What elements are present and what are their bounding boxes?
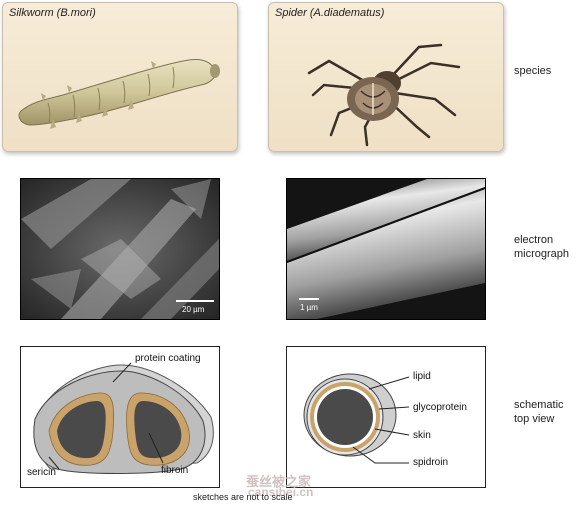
footnote-not-to-scale: sketches are not to scale	[193, 492, 293, 502]
row-label-schematic: schematic top view	[514, 398, 564, 426]
row-label-species: species	[514, 65, 552, 77]
silkworm-illustration	[18, 59, 220, 129]
silkworm-photo-card: Silkworm (B.mori)	[2, 2, 238, 152]
label-spidroin: spidroin	[413, 457, 449, 468]
row-label-electron-line1: electron	[514, 234, 554, 246]
row-label-electron-micrograph: electron micrograph	[514, 233, 569, 261]
label-lipid: lipid	[413, 371, 431, 382]
watermark-chinese: 蚕丝被之家	[246, 474, 312, 489]
silkworm-electron-micrograph: 20 µm	[20, 178, 220, 320]
spider-fiber-texture	[287, 179, 485, 319]
watermark-url: cansibei.cn	[248, 485, 314, 499]
spider-electron-micrograph: 1 µm	[286, 178, 486, 320]
spider-photo-card: Spider (A.diadematus)	[268, 2, 504, 152]
row-label-schematic-line1: schematic	[514, 399, 564, 411]
spider-cross-section	[303, 373, 410, 464]
silkworm-schematic: protein coating sericin fibroin	[20, 346, 220, 488]
silkworm-fiber-texture	[21, 179, 219, 319]
silkworm-species-name: Silkworm (B.mori)	[9, 7, 96, 19]
label-glycoprotein: glycoprotein	[413, 402, 467, 413]
label-skin: skin	[413, 430, 431, 441]
label-protein-coating: protein coating	[135, 353, 201, 364]
row-label-electron-line2: micrograph	[514, 248, 570, 260]
row-label-schematic-line2: top view	[514, 413, 555, 425]
spider-illustration	[307, 43, 461, 147]
label-sericin: sericin	[27, 467, 56, 478]
label-fibroin: fibroin	[161, 465, 189, 476]
silkworm-cross-section	[33, 362, 214, 474]
silkworm-scale-label: 20 µm	[182, 305, 205, 314]
spider-schematic: lipid glycoprotein skin spidroin	[286, 346, 486, 488]
spider-species-name: Spider (A.diadematus)	[275, 7, 385, 19]
spider-scale-label: 1 µm	[300, 303, 318, 312]
